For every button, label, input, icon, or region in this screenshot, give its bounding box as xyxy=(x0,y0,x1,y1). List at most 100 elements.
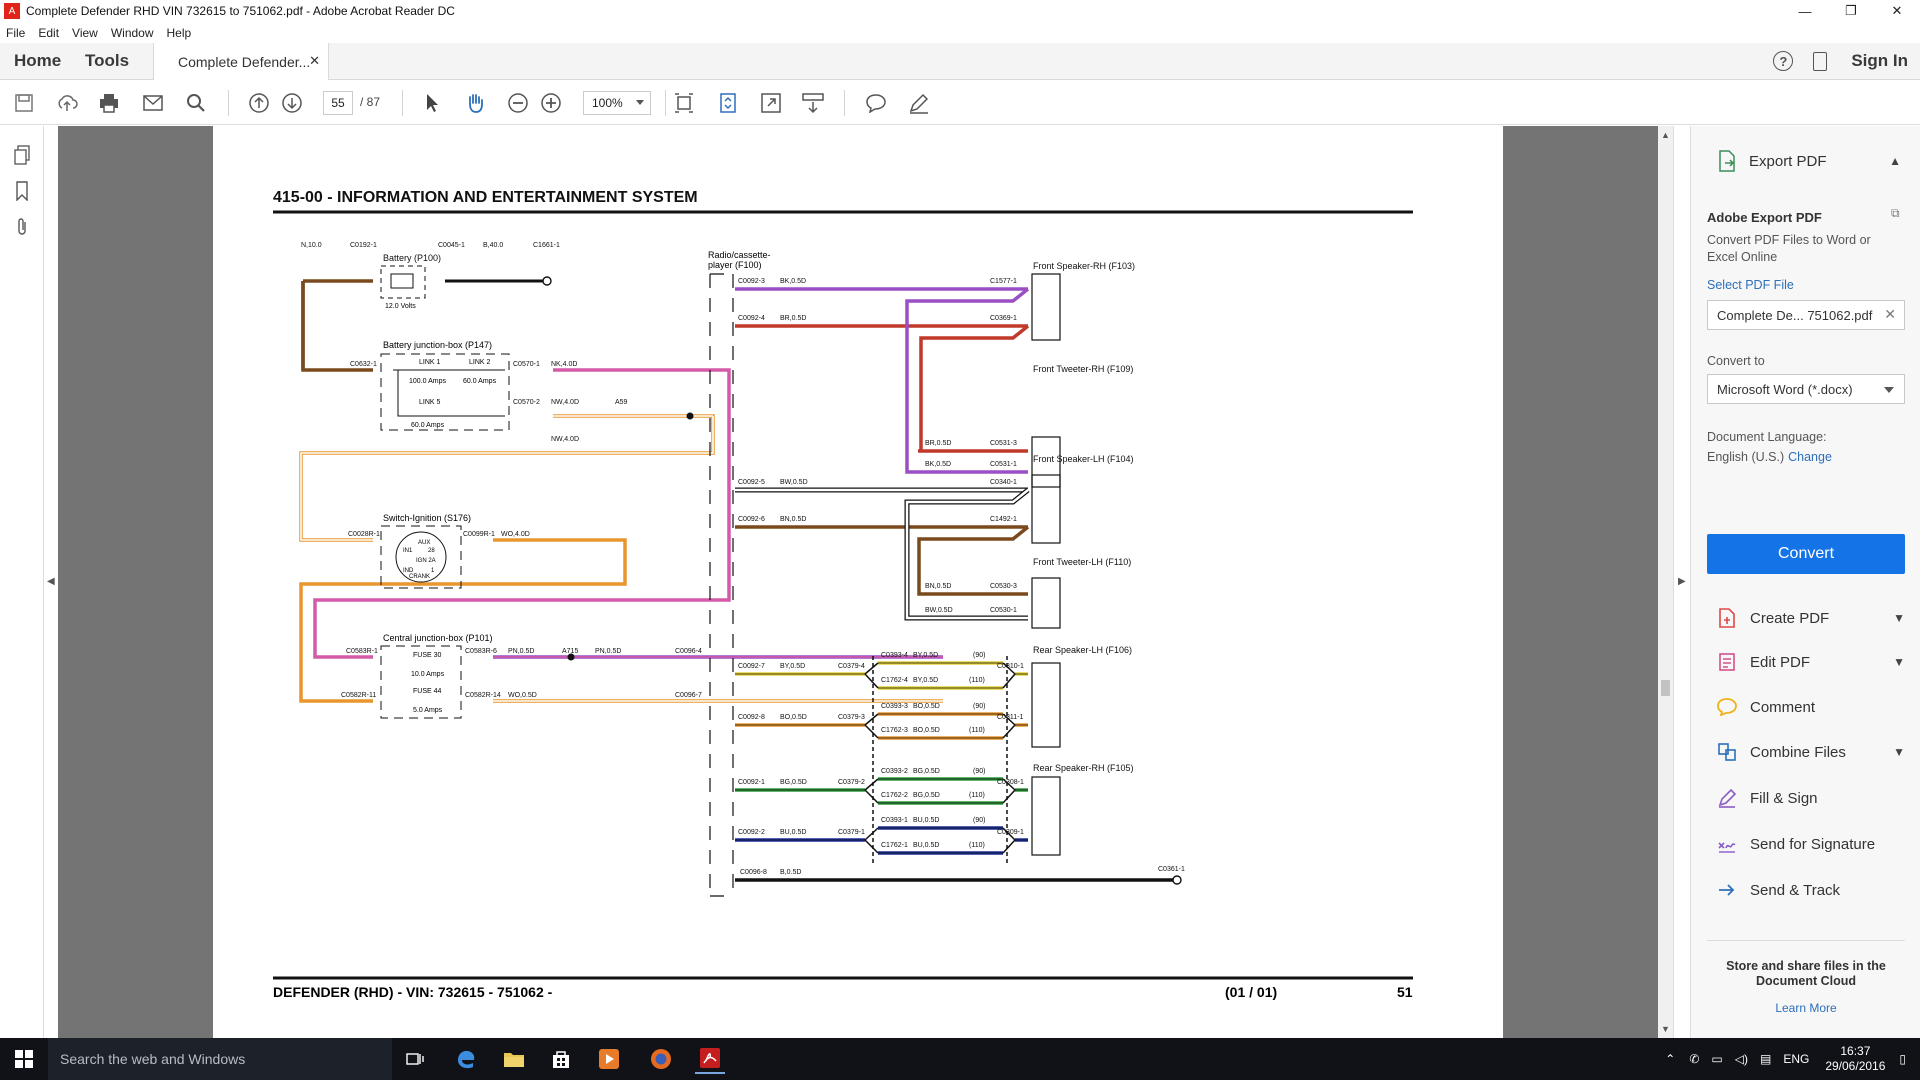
tool-combine-files[interactable]: Combine Files ▼ xyxy=(1691,734,1920,770)
language-indicator[interactable]: ENG xyxy=(1783,1052,1810,1066)
sign-in-button[interactable]: Sign In xyxy=(1851,51,1908,70)
taskbar-search-input[interactable]: Search the web and Windows xyxy=(48,1038,392,1080)
selected-file-field[interactable]: Complete De... 751062.pdf ✕ xyxy=(1707,300,1905,330)
wire-label: BU,0.5D xyxy=(913,842,939,849)
media-player-icon[interactable] xyxy=(594,1044,624,1074)
tool-send-track[interactable]: Send & Track xyxy=(1691,872,1920,908)
network-icon[interactable]: ✆ xyxy=(1689,1052,1700,1066)
email-icon[interactable] xyxy=(141,91,165,115)
restore-button[interactable]: ❐ xyxy=(1845,3,1857,18)
hand-tool-icon[interactable] xyxy=(463,91,487,115)
chevron-down-icon[interactable]: ▼ xyxy=(1893,655,1905,669)
menu-view[interactable]: View xyxy=(72,25,98,40)
keyboard-icon[interactable]: ▤ xyxy=(1759,1052,1772,1066)
copy-icon[interactable]: ⧉ xyxy=(1891,206,1900,220)
convert-button[interactable]: Convert xyxy=(1707,534,1905,574)
vertical-scrollbar[interactable]: ▲ ▼ xyxy=(1658,126,1673,1038)
scroll-thumb[interactable] xyxy=(1661,680,1670,696)
read-mode-icon[interactable] xyxy=(801,91,825,115)
menu-help[interactable]: Help xyxy=(166,25,192,40)
search-icon[interactable] xyxy=(184,91,208,115)
task-view-icon[interactable] xyxy=(400,1044,430,1074)
start-button[interactable] xyxy=(0,1038,48,1080)
select-pdf-link[interactable]: Select PDF File xyxy=(1707,278,1794,292)
ground-terminal xyxy=(542,276,552,286)
left-pane-collapse[interactable]: ◀ xyxy=(44,126,58,1038)
export-pdf-header[interactable]: Export PDF ▲ xyxy=(1691,144,1920,178)
full-screen-icon[interactable] xyxy=(759,91,783,115)
pen-tool-icon[interactable] xyxy=(907,91,931,115)
tool-edit-pdf[interactable]: Edit PDF ▼ xyxy=(1691,644,1920,680)
file-explorer-icon[interactable] xyxy=(499,1044,529,1074)
notifications-icon[interactable]: ▯ xyxy=(1899,1052,1906,1066)
tab-tools[interactable]: Tools xyxy=(85,51,130,70)
select-tool-icon[interactable] xyxy=(420,91,444,115)
minimize-button[interactable]: — xyxy=(1798,3,1812,19)
previous-page-icon[interactable] xyxy=(247,91,271,115)
send-signature-icon xyxy=(1716,833,1738,855)
close-tab-icon[interactable]: ✕ xyxy=(309,53,320,68)
wire-label: NW,4.0D xyxy=(551,399,579,406)
connector-label: C0092-7 xyxy=(738,663,765,670)
bookmarks-icon[interactable] xyxy=(11,180,33,202)
attachments-icon[interactable] xyxy=(11,216,33,238)
chevron-down-icon[interactable]: ▼ xyxy=(1893,745,1905,759)
chevron-down-icon[interactable]: ▼ xyxy=(1893,611,1905,625)
learn-more-link[interactable]: Learn More xyxy=(1775,1001,1837,1015)
change-language-link[interactable]: Change xyxy=(1788,450,1832,464)
tool-fill-sign[interactable]: Fill & Sign xyxy=(1691,780,1920,816)
scroll-down-icon[interactable]: ▼ xyxy=(1661,1024,1670,1034)
print-icon[interactable] xyxy=(97,91,121,115)
tool-comment[interactable]: Comment xyxy=(1691,689,1920,725)
label-fuse44-amps: 5.0 Amps xyxy=(413,707,443,714)
zoom-in-icon[interactable] xyxy=(539,91,563,115)
tool-create-pdf[interactable]: Create PDF ▼ xyxy=(1691,600,1920,636)
comment-tool-icon[interactable] xyxy=(864,91,888,115)
chevron-up-icon[interactable]: ▲ xyxy=(1889,154,1901,168)
help-icon[interactable]: ? xyxy=(1773,51,1794,71)
edge-browser-icon[interactable] xyxy=(451,1044,481,1074)
zoom-select[interactable]: 100% xyxy=(583,91,651,115)
scroll-up-icon[interactable]: ▲ xyxy=(1661,130,1670,140)
splice-a715 xyxy=(567,653,575,661)
store-icon[interactable] xyxy=(546,1044,576,1074)
wire-orange xyxy=(299,538,627,703)
next-page-icon[interactable] xyxy=(280,91,304,115)
scroll-mode-icon[interactable] xyxy=(716,91,740,115)
page-number-input[interactable]: 55 xyxy=(323,91,353,115)
connector-label: C0096-8 xyxy=(740,869,767,876)
page-thumbnails-icon[interactable] xyxy=(11,144,33,166)
zoom-out-icon[interactable] xyxy=(506,91,530,115)
power-icon[interactable]: ▭ xyxy=(1711,1052,1723,1066)
connector-label: C0092-4 xyxy=(738,315,765,322)
right-pane-collapse[interactable]: ▶ xyxy=(1673,126,1690,1038)
menu-edit[interactable]: Edit xyxy=(38,25,60,40)
fit-page-icon[interactable] xyxy=(672,91,696,115)
close-window-button[interactable]: ✕ xyxy=(1891,3,1903,18)
tab-document[interactable]: Complete Defender... ✕ xyxy=(153,43,329,80)
clock[interactable]: 16:37 29/06/2016 xyxy=(1825,1044,1885,1074)
front-tweeter-lh-box xyxy=(1031,577,1061,629)
upload-cloud-icon[interactable] xyxy=(55,91,79,115)
wire-label: BO,0.5D xyxy=(913,727,940,734)
tab-home[interactable]: Home xyxy=(14,51,62,70)
tool-send-for-signature[interactable]: Send for Signature xyxy=(1691,826,1920,862)
wire-label: WO,4.0D xyxy=(501,531,530,538)
chevron-right-icon: ▶ xyxy=(1678,576,1686,587)
acrobat-taskbar-icon[interactable] xyxy=(695,1044,725,1074)
menu-window[interactable]: Window xyxy=(110,25,154,40)
save-icon[interactable] xyxy=(12,91,36,115)
show-hidden-icons-icon[interactable]: ⌃ xyxy=(1665,1052,1676,1066)
document-viewer[interactable]: 415-00 - INFORMATION AND ENTERTAINMENT S… xyxy=(58,126,1658,1038)
connector-label: C0379-1 xyxy=(838,829,865,836)
menu-file[interactable]: File xyxy=(6,25,26,40)
clear-file-icon[interactable]: ✕ xyxy=(1884,306,1896,322)
variant-label: (110) xyxy=(969,792,985,799)
toolbar-separator xyxy=(665,90,666,116)
volume-icon[interactable]: ◁) xyxy=(1734,1052,1748,1066)
window-controls: — ❐ ✕ xyxy=(1782,0,1920,22)
mobile-link-icon[interactable] xyxy=(1813,51,1828,71)
firefox-icon[interactable] xyxy=(646,1044,676,1074)
convert-to-select[interactable]: Microsoft Word (*.docx) xyxy=(1707,374,1905,404)
